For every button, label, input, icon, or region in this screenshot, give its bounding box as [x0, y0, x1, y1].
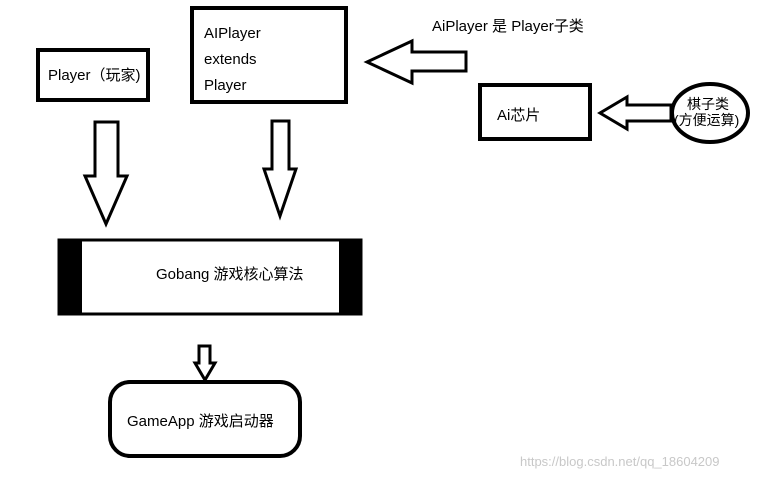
aiplayer-label-line2: extends [204, 51, 257, 68]
aiplayer-label-line1: AIPlayer [204, 25, 261, 42]
chess-label-line1: 棋子类 [687, 96, 729, 112]
ai-chip-label: Ai芯片 [497, 107, 541, 124]
arrow-aiplayer-to-gobang [261, 119, 299, 221]
aiplayer-label-line3: Player [204, 77, 247, 94]
ai-chip-box [478, 83, 592, 141]
chess-label-line2: (方便运算) [674, 112, 740, 128]
gameapp-label: GameApp 游戏启动器 [127, 413, 274, 430]
gobang-box [57, 238, 363, 316]
aiplayer-box [190, 6, 348, 104]
subclass-note: AiPlayer 是 Player子类 [432, 18, 584, 35]
arrow-player-to-gobang [82, 120, 130, 228]
player-label: Player（玩家) [48, 67, 141, 84]
gobang-label: Gobang 游戏核心算法 [156, 266, 304, 283]
arrow-gobang-to-gameapp [192, 344, 218, 383]
arrow-to-aiplayer [363, 38, 468, 86]
gobang-right-bar [339, 240, 361, 314]
gobang-left-bar [59, 240, 82, 314]
watermark-url: https://blog.csdn.net/qq_18604209 [520, 454, 720, 469]
arrow-chess-to-ai-chip [597, 94, 673, 132]
player-box [36, 48, 150, 102]
